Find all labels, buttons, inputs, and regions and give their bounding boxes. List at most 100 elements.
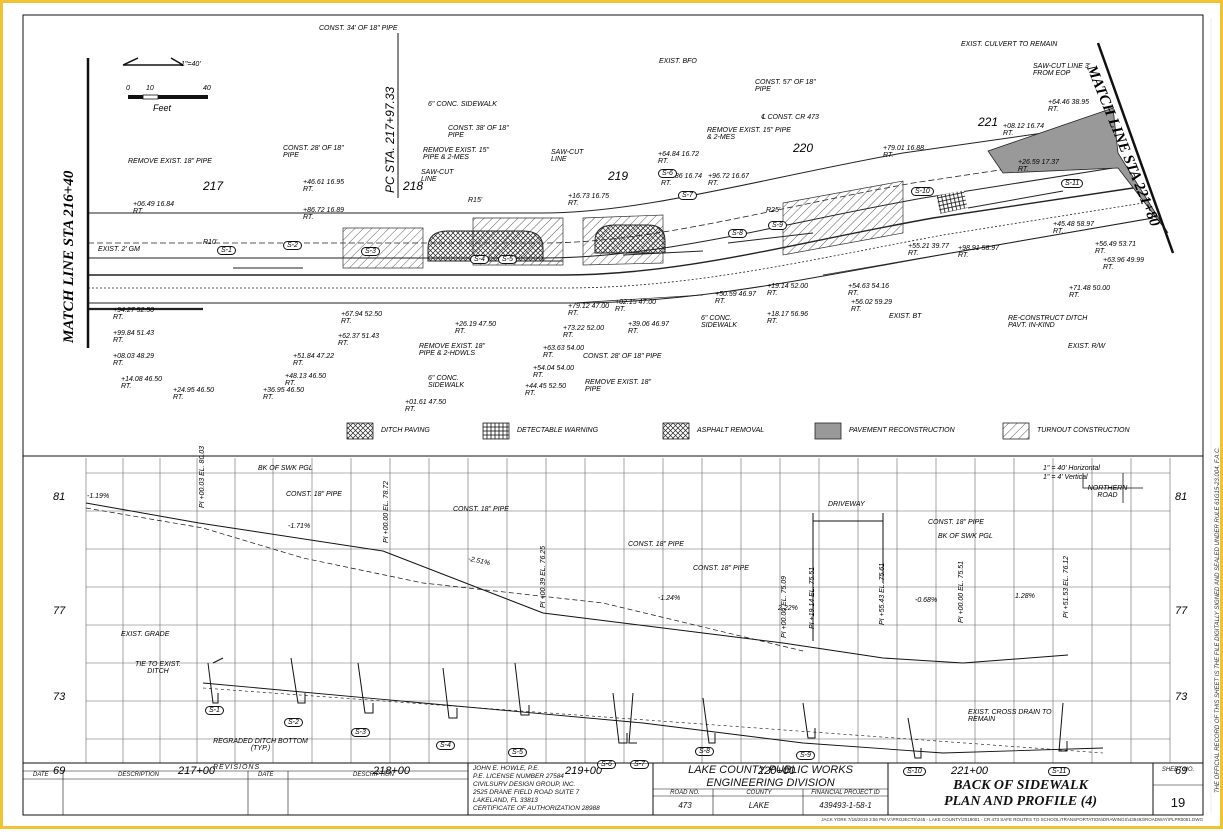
offset-bl-9: +51.84 47.22 RT. <box>293 353 335 367</box>
note-exist-bfo: EXIST. BFO <box>659 58 697 65</box>
offset-top-10: +64.46 38.95 RT. <box>1048 99 1090 113</box>
profile-s3: S-3 <box>351 728 370 737</box>
station-221: 221 <box>978 115 999 129</box>
offset-bm-5: +63.63 54.00 RT. <box>543 345 585 359</box>
offset-top-6: +16.73 16.75 RT. <box>568 193 610 207</box>
offset-br-5: +54.63 54.16 RT. <box>848 283 890 297</box>
profile-s6: S-6 <box>597 760 616 769</box>
note-conc-sidewalk-b: 6" CONC. SIDEWALK <box>428 375 465 389</box>
note-const-38: CONST. 38' OF 18" PIPE <box>448 125 509 139</box>
offset-bl-6: +36.95 46.50 RT. <box>263 387 305 401</box>
note-remove-15-a: REMOVE EXIST. 15" PIPE & 2-MES <box>423 147 490 161</box>
note-exist-rw: EXIST. R/W <box>1068 343 1106 350</box>
engineer-name: JOHN E. HOWLE, P.E. <box>473 765 540 772</box>
profile-s4: S-4 <box>436 741 455 750</box>
offset-br-11: +71.48 50.00 RT. <box>1069 285 1111 299</box>
profile-note-const-2: CONST. 18" PIPE <box>453 506 509 513</box>
profile-scale-h: 1" = 40' Horizontal <box>1043 465 1100 472</box>
profile-s9: S-9 <box>796 751 815 760</box>
offset-br-8: +45.48 58.97 RT. <box>1053 221 1095 235</box>
pvi-2: PI +00.00 EL. 78.72 <box>383 480 390 543</box>
revisions-header: REVISIONS <box>213 764 261 771</box>
offset-br-1: +50.59 46.97 RT. <box>715 291 757 305</box>
radius-r15: R15' <box>468 197 483 204</box>
sheet-title-2: PLAN AND PROFILE (4) <box>943 794 1098 809</box>
match-line-right <box>1096 42 1175 254</box>
pc-station-label: PC STA. 217+97.33 <box>383 86 397 193</box>
profile-note-const-3: CONST. 18" PIPE <box>628 541 684 548</box>
sheet-no-label: SHEET NO. <box>1161 767 1195 773</box>
proj-head-road: ROAD NO. <box>670 790 700 796</box>
offset-br-7: +98.91 58.97 RT. <box>958 245 1000 259</box>
note-const-28-b: CONST. 28' OF 18" PIPE <box>583 353 662 360</box>
title-block-lines <box>23 763 1203 815</box>
elev-73-right: 73 <box>1175 691 1188 703</box>
radius-r10: R10' <box>203 239 218 246</box>
file-footer: JACK YORK 7/16/2019 3:56 PM V:\PROJECTS\… <box>821 817 1203 822</box>
note-cl-cr473: ℄ CONST. CR 473 <box>761 114 819 121</box>
proj-fpid: 439493-1-58-1 <box>819 801 872 810</box>
proj-head-county: COUNTY <box>746 790 772 796</box>
struct-s4: S-4 <box>470 255 489 264</box>
profile-note-exist-grade: EXIST. GRADE <box>121 631 170 638</box>
profile-s7: S-7 <box>630 760 649 769</box>
offset-bm-2: +01.61 47.50 RT. <box>405 399 447 413</box>
engineer-address: 2525 DRANE FIELD ROAD SUITE 7 <box>473 789 580 796</box>
profile-note-tie-ditch: TIE TO EXIST. DITCH <box>135 661 181 675</box>
rev-col-date-1: DATE <box>33 772 49 778</box>
profile-pipes <box>207 657 1068 759</box>
scale-unit: Feet <box>153 103 172 113</box>
profile-note-const-1: CONST. 18" PIPE <box>286 491 342 498</box>
struct-s9: S-9 <box>768 221 787 230</box>
scale-tick-10: 10 <box>146 85 154 92</box>
note-const-34: CONST. 34' OF 18" PIPE <box>319 25 398 32</box>
offset-top-3: +86.72 16.89 RT. <box>303 207 345 221</box>
legend-turnout-construction: TURNOUT CONSTRUCTION <box>1037 427 1130 434</box>
ditch-paving <box>427 224 666 262</box>
offset-bl-8: +62.37 51.43 RT. <box>338 333 380 347</box>
agency-division: ENGINEERING DIVISION <box>706 777 835 789</box>
note-conc-sidewalk-c: 6" CONC. SIDEWALK <box>701 315 738 329</box>
offset-bm-3: +79.12 47.00 RT. <box>568 303 610 317</box>
scale-tick-0: 0 <box>126 85 130 92</box>
elev-73-left: 73 <box>53 691 66 703</box>
profile-note-bk-swk-1: BK OF SWK PGL <box>258 465 313 472</box>
engineer-cert: CERTIFICATE OF AUTHORIZATION 28988 <box>473 805 600 812</box>
station-219: 219 <box>608 169 629 183</box>
elev-69-right: 69 <box>1175 765 1188 777</box>
profile-note-cross-drain: EXIST. CROSS DRAIN TO REMAIN <box>968 709 1052 723</box>
note-remove-hdwls: REMOVE EXIST. 18" PIPE & 2-HDWLS <box>419 343 486 357</box>
offset-top-11: +08.12 16.74 RT. <box>1003 123 1045 137</box>
profile-sta-221: 221+00 <box>951 765 989 777</box>
legend-ditch-paving: DITCH PAVING <box>381 427 430 434</box>
pvi-5: PI +19.14 EL. 75.51 <box>809 566 816 629</box>
legend-pavement-reconstruction: PAVEMENT RECONSTRUCTION <box>849 427 955 434</box>
detectable-warning <box>936 190 968 214</box>
struct-s7: S-7 <box>678 191 697 200</box>
offset-br-6: +56.02 59.29 RT. <box>851 299 893 313</box>
engineer-firm: CIVILSURV DESIGN GROUP, INC. <box>473 781 576 788</box>
proj-head-fpid: FINANCIAL PROJECT ID <box>811 790 880 796</box>
struct-s2: S-2 <box>283 241 302 250</box>
offset-bm-9: +39.06 46.97 RT. <box>628 321 670 335</box>
note-remove-18-b: REMOVE EXIST. 18" PIPE <box>585 379 652 393</box>
struct-s10: S-10 <box>911 187 934 196</box>
offset-top-7: +96.72 16.67 RT. <box>708 173 750 187</box>
offset-top-9: +26.59 17.37 RT. <box>1018 159 1060 173</box>
profile-s11: S-11 <box>1048 767 1071 776</box>
pipes-plan <box>233 190 1064 269</box>
offset-top-4: +64.84 16.72 RT. <box>658 151 700 165</box>
note-sawcut-a: SAW-CUT LINE <box>421 169 454 183</box>
struct-s1: S-1 <box>217 246 236 255</box>
engineer-city: LAKELAND, FL 33813 <box>473 797 538 804</box>
offset-bm-6: +54.04 54.00 RT. <box>533 365 575 379</box>
scale-ratio: 1"=40' <box>181 61 201 68</box>
note-reconstruct-ditch: RE-CONSTRUCT DITCH PAVT. IN-KIND <box>1008 315 1088 329</box>
note-exist-gm: EXIST. 2' GM <box>98 246 140 253</box>
offset-br-9: +56.49 53.71 RT. <box>1095 241 1137 255</box>
offset-top-5: +23.86 16.74 RT. <box>661 173 703 187</box>
match-line-left-label: MATCH LINE STA 216+40 <box>61 170 77 343</box>
station-217: 217 <box>203 179 224 193</box>
pvi-7: PI +00.00 EL. 75.51 <box>958 560 965 623</box>
rev-col-date-2: DATE <box>258 772 274 778</box>
